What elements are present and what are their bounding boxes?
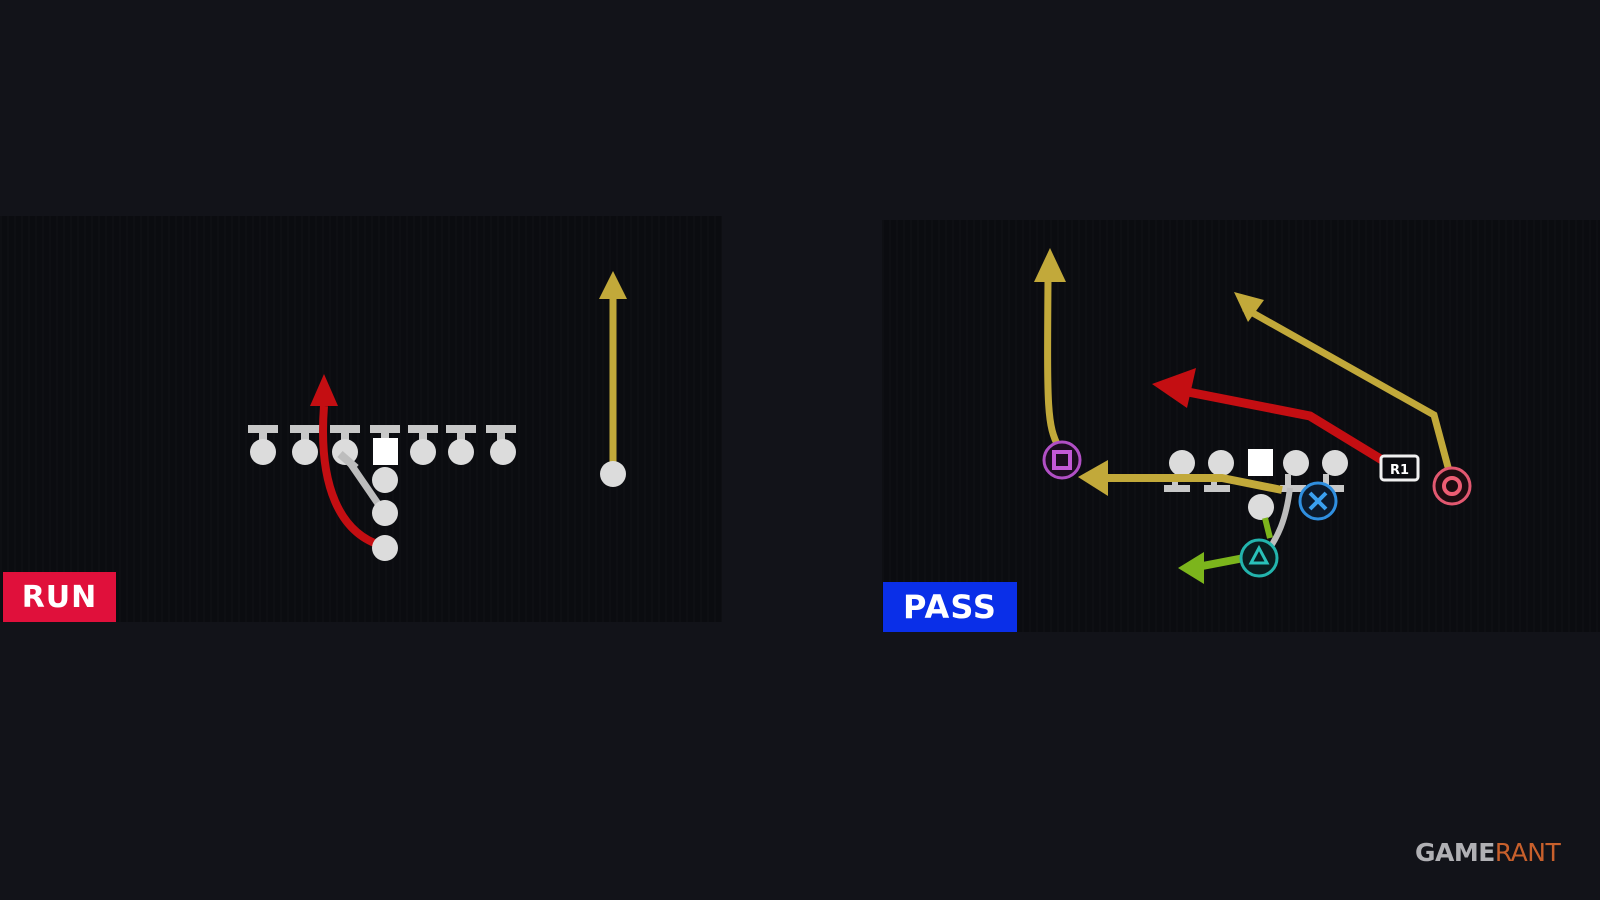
r1-label: R1 [1390, 463, 1409, 478]
brand-game: GAME [1415, 838, 1495, 867]
circle-button-icon[interactable] [1432, 466, 1472, 506]
halfback-run-route [319, 405, 385, 550]
brand-rant: RANT [1494, 838, 1561, 867]
fullback [372, 500, 398, 526]
gamerant-logo: GAMERANT [1415, 838, 1561, 867]
lineman-4 [1322, 450, 1348, 476]
lineman-1 [1169, 450, 1195, 476]
circle-post-route [1242, 304, 1456, 483]
lineman-5 [448, 439, 474, 465]
pass-play-svg: R1 [1034, 248, 1472, 584]
r1-crossing-route [1187, 387, 1390, 467]
pass-label-badge: PASS [883, 582, 1017, 632]
lineman-2 [292, 439, 318, 465]
cross-drag-route [1092, 474, 1283, 494]
cross-button-icon[interactable] [1298, 481, 1338, 521]
fullback-block-route [337, 450, 386, 513]
center-square [373, 438, 398, 465]
lineman-2 [1208, 450, 1234, 476]
triangle-button-icon[interactable] [1239, 538, 1279, 578]
flat-arrowhead-icon [1178, 552, 1204, 584]
lineman-t-markers [248, 425, 516, 445]
run-play-diagram [0, 216, 722, 622]
go-arrowhead-icon [599, 271, 627, 299]
run-label-badge: RUN [3, 572, 116, 622]
drag-arrowhead-icon [1078, 460, 1108, 496]
lineman-3 [332, 439, 358, 465]
tight-end [490, 439, 516, 465]
center-square [1248, 449, 1273, 476]
post-arrowhead-icon [1234, 292, 1264, 322]
go-arrowhead-icon [1034, 248, 1066, 282]
lineman-1 [250, 439, 276, 465]
square-go-route [1044, 279, 1063, 450]
running-back [1248, 494, 1274, 520]
halfback [372, 535, 398, 561]
lineman-3 [1283, 450, 1309, 476]
run-play-svg [248, 271, 627, 561]
cross-arrowhead-icon [1152, 368, 1196, 408]
lineman-4 [410, 439, 436, 465]
quarterback [372, 467, 398, 493]
run-arrowhead-icon [310, 374, 338, 406]
rb-release-line [1262, 517, 1273, 539]
r1-button-icon[interactable]: R1 [1379, 454, 1420, 482]
wide-receiver [600, 461, 626, 487]
square-button-icon[interactable] [1042, 440, 1082, 480]
pass-play-diagram: R1 [882, 220, 1600, 632]
offensive-line [248, 425, 516, 465]
